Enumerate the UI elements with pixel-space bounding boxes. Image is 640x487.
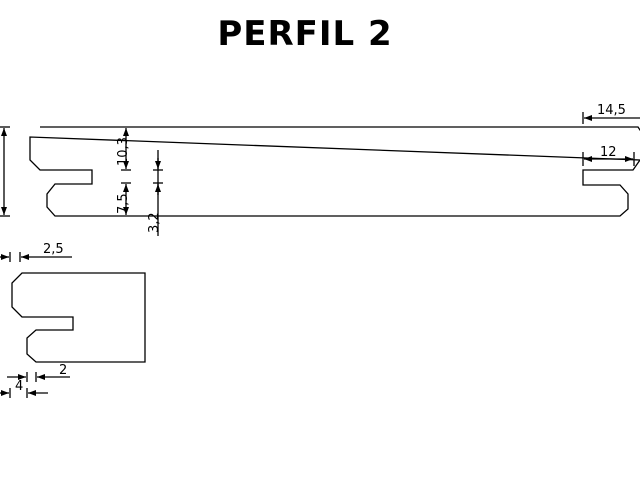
dim-10-3: 10,3 <box>116 137 131 166</box>
drawing-title: PERFIL 2 <box>217 14 393 54</box>
dim-7-5: 7,5 <box>116 193 131 214</box>
dim-3-2: 3,2 <box>147 212 162 233</box>
detail-dimensions <box>0 252 72 398</box>
dim-14-5: 14,5 <box>597 103 626 118</box>
groove-dimensions <box>121 128 163 236</box>
dim-2-5: 2,5 <box>43 242 64 257</box>
dim-2: 2 <box>59 363 67 378</box>
overall-height-dimension <box>0 126 10 217</box>
right-dimensions <box>582 112 640 166</box>
detail-profile-outline <box>11 272 146 363</box>
dim-12: 12 <box>600 145 617 160</box>
dim-4: 4 <box>15 379 23 394</box>
main-profile-outline <box>29 126 640 217</box>
